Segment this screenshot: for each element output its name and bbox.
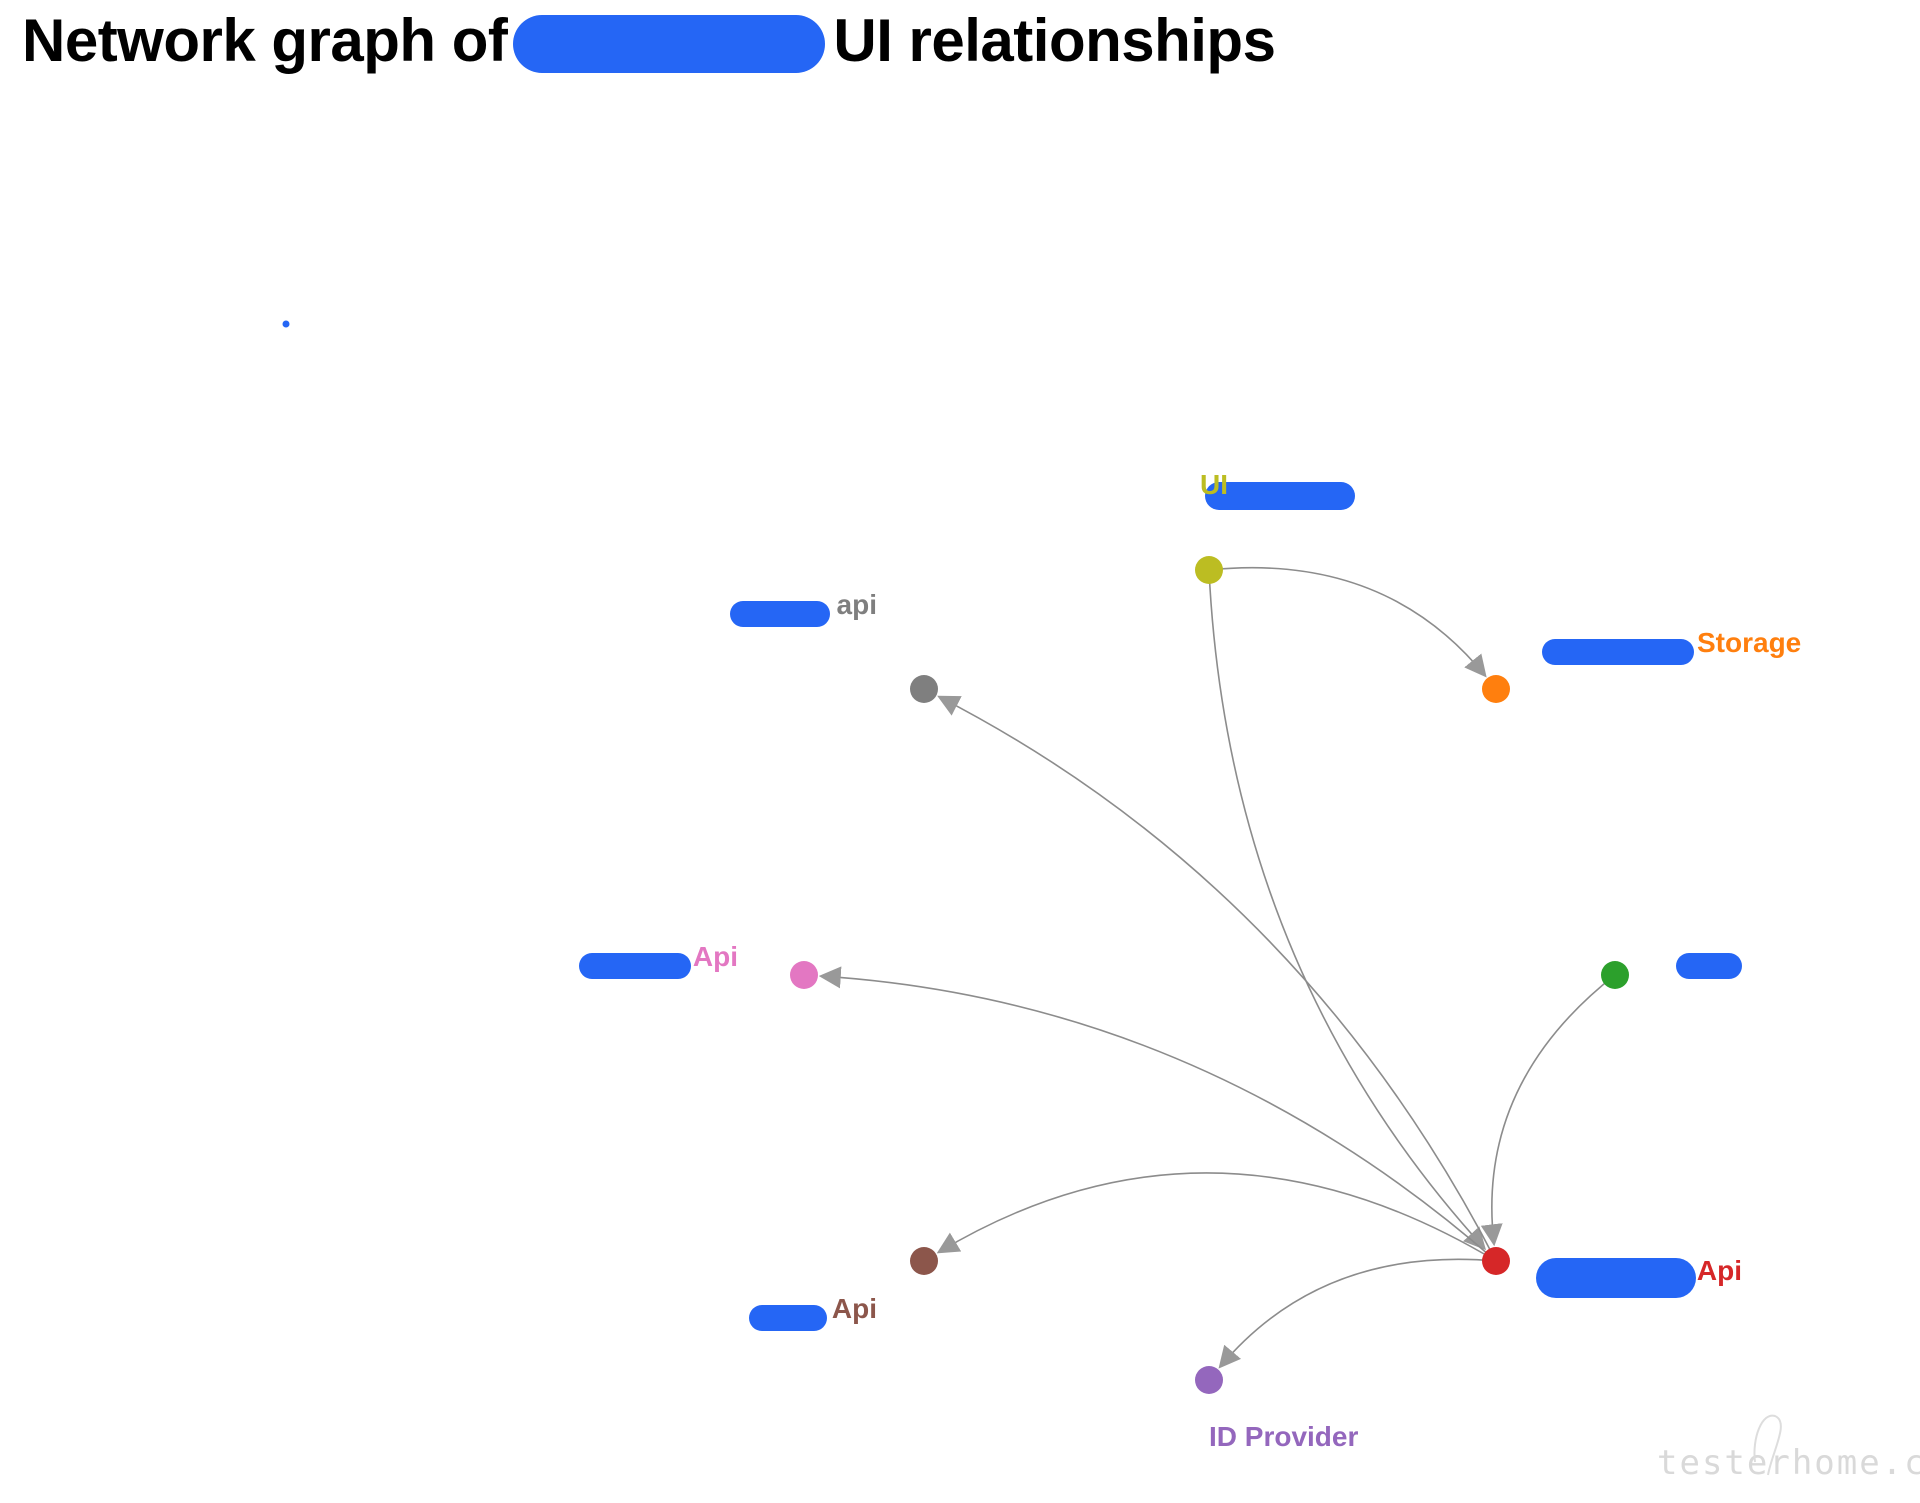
node-api_b[interactable] — [910, 1247, 938, 1275]
node-label-ui: UI — [1200, 469, 1228, 500]
label-redaction-storage — [1542, 639, 1694, 665]
redaction-layer — [579, 482, 1742, 1331]
node-api_g[interactable] — [910, 675, 938, 703]
node-label-idp: ID Provider — [1209, 1421, 1358, 1452]
label-redaction-api_r — [1536, 1258, 1696, 1298]
label-redaction-api_p — [579, 953, 691, 979]
page-title-end: UI relationships — [833, 7, 1276, 74]
edge-api_r-to-idp — [1218, 1258, 1497, 1369]
node-storage[interactable] — [1482, 675, 1510, 703]
node-label-api_b: Api — [832, 1293, 877, 1324]
node-label-api_g: api — [837, 589, 877, 620]
stray-dot — [282, 320, 290, 328]
label-redaction-green — [1676, 953, 1742, 979]
node-green[interactable] — [1601, 961, 1629, 989]
label-redaction-api_g — [730, 601, 830, 627]
edge-api_r-to-api_p — [818, 966, 1497, 1262]
title-redaction — [513, 15, 826, 73]
edge-layer — [818, 566, 1616, 1369]
page-title: Network graph of UI relationships — [22, 6, 1276, 75]
node-idp[interactable] — [1195, 1366, 1223, 1394]
node-ui[interactable] — [1195, 556, 1223, 584]
node-label-api_p: Api — [693, 941, 738, 972]
node-layer — [790, 556, 1629, 1394]
label-redaction-api_b — [749, 1305, 827, 1331]
node-label-api_r: Api — [1697, 1255, 1742, 1286]
edge-ui-to-storage — [1208, 566, 1487, 678]
edge-api_r-to-api_g — [937, 695, 1497, 1262]
page-title-start: Network graph of — [22, 7, 508, 74]
edge-ui-to-api_r — [1208, 569, 1487, 1251]
label-redaction-ui — [1205, 482, 1355, 510]
watermark-text: testerhome.com — [1657, 1443, 1920, 1483]
node-api_p[interactable] — [790, 961, 818, 989]
edge-api_r-to-api_b — [936, 1172, 1497, 1262]
node-label-storage: Storage — [1697, 627, 1801, 658]
watermark: testerhome.com — [1657, 1414, 1920, 1483]
node-api_r[interactable] — [1482, 1247, 1510, 1275]
edge-green-to-api_r — [1480, 974, 1616, 1247]
